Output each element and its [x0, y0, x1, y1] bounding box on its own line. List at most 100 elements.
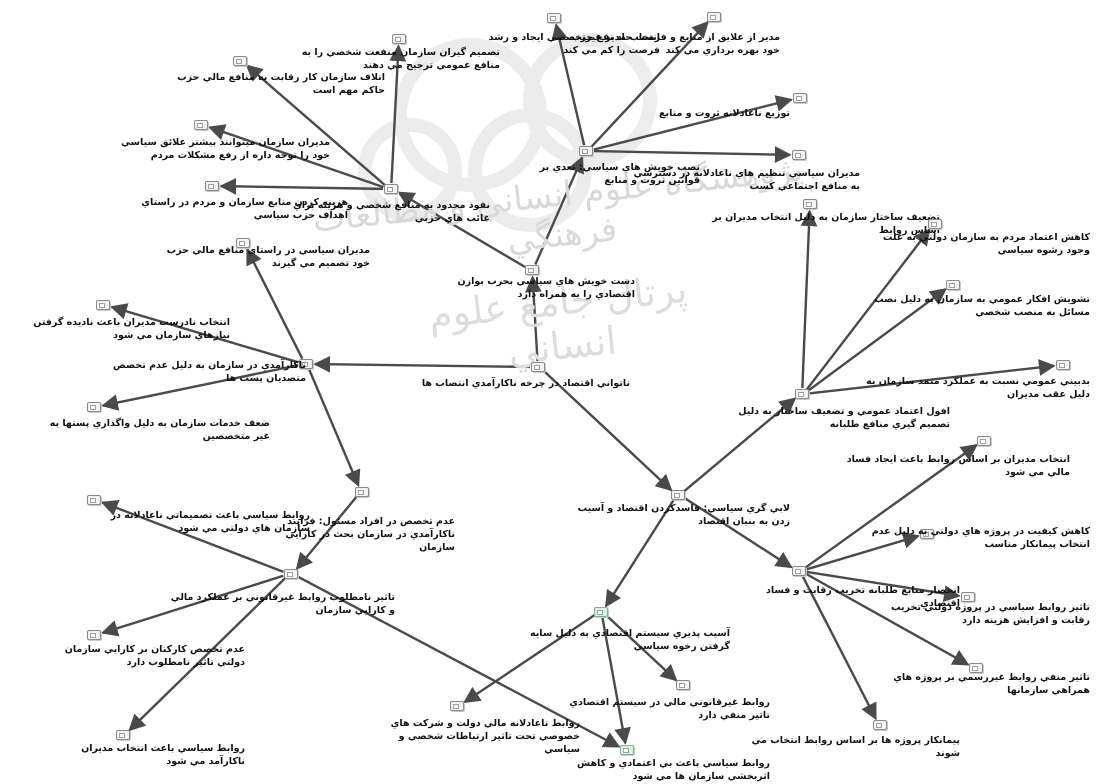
node-icon: [236, 238, 250, 248]
edge-arrow: [101, 364, 299, 411]
node-icon: [1056, 360, 1070, 370]
concept-node-box[interactable]: [792, 566, 812, 586]
concept-node-box[interactable]: [977, 436, 997, 456]
node-icon: [87, 402, 101, 412]
concept-node-label: ناكارآمدي در سازمان به دليل عدم تخصص متص…: [113, 360, 306, 384]
concept-node-box[interactable]: [96, 300, 116, 320]
concept-node-box[interactable]: [194, 120, 214, 140]
node-icon: [525, 265, 539, 275]
concept-node-label: پيمانكار پروژه ها بر اساس روابط انتخاب م…: [751, 735, 960, 759]
concept-node-box[interactable]: [355, 487, 375, 507]
edge-arrow: [308, 369, 361, 488]
concept-node-label: كاهش اعتماد مردم به سازمان دولتي به علت …: [882, 232, 1090, 256]
concept-node-box[interactable]: [928, 219, 948, 239]
node-icon: [284, 569, 298, 579]
node-icon: [547, 13, 561, 23]
concept-node-box[interactable]: [793, 93, 813, 113]
concept-node-box[interactable]: [803, 199, 823, 219]
node-icon: [676, 680, 690, 690]
node-icon: [920, 529, 934, 539]
concept-node-label: ضعف خدمات سازمان به دليل واگذاري پستها ب…: [49, 418, 270, 442]
edge-arrow: [684, 497, 793, 569]
edge-arrow: [207, 124, 384, 189]
concept-node-label: نفوذ محدود به منافع شخصي و هزينه براي غا…: [293, 200, 490, 224]
concept-node-label: روابط غيرقانوني مالي در سيستم اقتصادي تا…: [569, 697, 770, 721]
concept-node-label: آسيب پذيري سيستم اقتصادي به دليل سايه گر…: [529, 628, 730, 652]
concept-node-box[interactable]: [594, 607, 614, 627]
edge-arrow: [804, 444, 979, 569]
concept-node-label: لابي گري سياسي: فاسدكردن اقتصاد و آسيب ز…: [577, 503, 790, 527]
concept-node-label: تاثير منفي روابط غيررسمي بر پروژه هاي هم…: [893, 672, 1090, 696]
edge-arrow: [806, 532, 920, 571]
concept-node-box[interactable]: [676, 680, 696, 700]
edge-arrow: [593, 146, 792, 163]
node-icon: [194, 120, 208, 130]
node-icon: [969, 663, 983, 673]
edge-arrow: [809, 359, 1056, 395]
edge-arrow: [100, 574, 284, 637]
node-icon: [873, 720, 887, 730]
concept-node-label: مديران سياسي در راستاي منافع مالي حزب خو…: [166, 245, 370, 269]
edge-arrow: [219, 177, 384, 195]
concept-node-box[interactable]: [969, 663, 989, 683]
concept-node-box[interactable]: [384, 184, 404, 204]
concept-node-label: مدير از علايق از منابع و فرصت حاد نفع حز…: [570, 32, 780, 56]
concept-node-box[interactable]: [205, 181, 225, 201]
edge-arrow: [389, 44, 407, 184]
edge-arrow: [604, 499, 675, 608]
concept-node-box[interactable]: [873, 720, 893, 740]
concept-node-box[interactable]: [920, 529, 940, 549]
concept-node-box[interactable]: [392, 34, 412, 54]
concept-node-label: تصميم گيران سازمان منفعت شخصي را به مناف…: [301, 47, 500, 71]
concept-node-box[interactable]: [284, 569, 304, 589]
concept-node-box[interactable]: [450, 701, 470, 721]
concept-node-box[interactable]: [87, 630, 107, 650]
node-icon: [594, 607, 608, 617]
edge-arrow: [543, 370, 673, 492]
edge-arrow: [397, 191, 526, 269]
concept-node-label: عدم تخصص كاركنان بر كارايي سازمان دولتي …: [64, 644, 245, 668]
concept-node-label: انتخاب مدير غيرتخصصي ايجاد و رشد فرصت را…: [488, 32, 660, 56]
concept-node-label: عدم تخصص در افراد مسئول: فرايند ناكارآمد…: [285, 516, 455, 553]
concept-node-box[interactable]: [233, 56, 253, 76]
edge-arrow: [806, 570, 961, 602]
edge-arrow: [534, 155, 584, 266]
concept-node-box[interactable]: [531, 362, 551, 382]
concept-node-box[interactable]: [961, 592, 981, 612]
concept-node-box[interactable]: [299, 359, 319, 379]
concept-node-box[interactable]: [579, 146, 599, 166]
concept-node-box[interactable]: [795, 389, 815, 409]
edge-arrow: [807, 288, 948, 392]
concept-node-label: نصب خويش هاي سياسي: تعدي بر قوانين ثروت …: [539, 162, 700, 186]
concept-node-box[interactable]: [87, 495, 107, 515]
concept-node-box[interactable]: [116, 730, 136, 750]
concept-node-label: روابط ناعادلانه مالي دولت و شركت هاي خصو…: [390, 718, 580, 755]
node-icon: [233, 56, 247, 66]
concept-node-box[interactable]: [671, 490, 691, 510]
concept-node-box[interactable]: [620, 745, 640, 765]
node-icon: [795, 389, 809, 399]
concept-node-box[interactable]: [707, 12, 727, 32]
concept-node-label: مديران سياسي تنظيم هاي ناعادلانه در دستر…: [633, 168, 860, 192]
concept-node-box[interactable]: [525, 265, 545, 285]
concept-node-box[interactable]: [87, 402, 107, 422]
node-icon: [87, 495, 101, 505]
edge-arrow: [805, 228, 931, 391]
concept-node-box[interactable]: [946, 280, 966, 300]
node-icon: [392, 34, 406, 44]
edge-arrow: [100, 500, 284, 574]
concept-node-label: توزيع ناعادلانه ثروت و منابع: [659, 108, 790, 119]
concept-node-box[interactable]: [792, 150, 812, 170]
node-icon: [793, 93, 807, 103]
node-icon: [792, 150, 806, 160]
concept-node-box[interactable]: [547, 13, 567, 33]
concept-node-label: روابط سياسي باعث تصميماتي ناعادلانه در س…: [110, 510, 310, 534]
concept-node-label: اتلاف سازمان كار رقابت به منافع مالي حزب…: [177, 72, 385, 96]
concept-node-box[interactable]: [236, 238, 256, 258]
node-icon: [707, 12, 721, 22]
edge-layer: [100, 20, 1056, 748]
edge-arrow: [601, 617, 631, 745]
concept-node-label: كاهش كيفيت در پروژه هاي دولتي به دليل عد…: [871, 526, 1090, 550]
node-icon: [792, 566, 806, 576]
concept-node-box[interactable]: [1056, 360, 1076, 380]
